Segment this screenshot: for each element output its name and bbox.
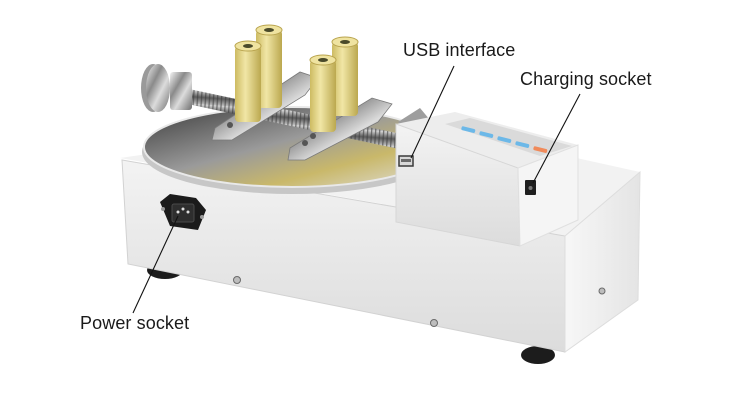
label-charging-socket: Charging socket [520,69,652,89]
leader-line-power [132,215,179,314]
label-usb-interface: USB interface [403,40,516,60]
iec-power-inlet-icon [160,194,206,230]
case-screws [233,276,606,327]
adjustment-knob [141,64,192,112]
label-power-socket: Power socket [80,313,190,333]
clamp-sleeves [234,24,359,132]
keypad-buttons [461,126,548,153]
leader-lines [132,65,581,314]
leader-line-charging [532,93,581,184]
dc-jack-icon [525,180,536,195]
control-box [395,112,579,247]
leader-line-usb [410,65,455,159]
base-side-face [564,170,641,353]
usb-port-icon [398,155,414,167]
